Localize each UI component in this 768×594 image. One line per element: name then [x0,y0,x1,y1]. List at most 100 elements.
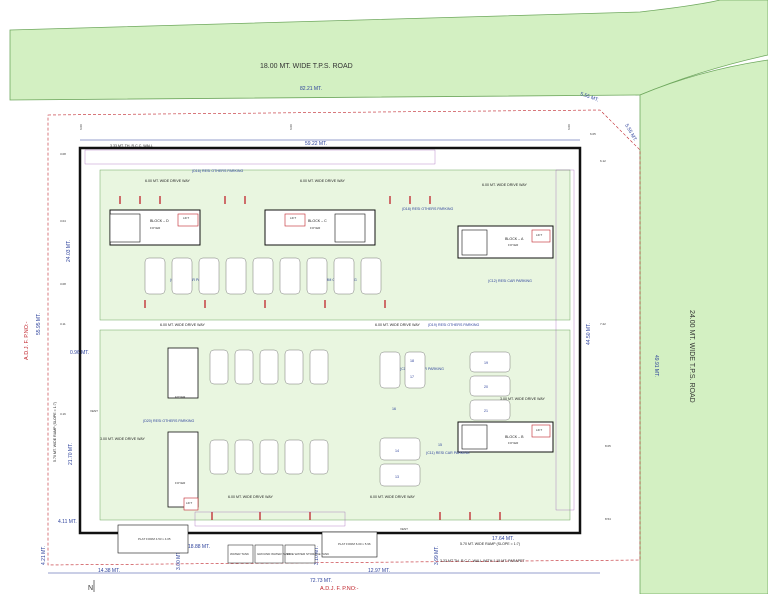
left-offset-3: 3.08 [60,282,66,286]
vent-bottom: VENT [400,527,408,531]
parking-d18: (D18) RESI OTHERS PARKING [402,207,453,211]
top-road-label: 18.00 MT. WIDE T.P.S. ROAD [260,63,353,70]
bottom-total-dim: 72.73 MT. [310,578,332,584]
parking-d19: (D19) RESI OTHERS PARKING [428,323,479,327]
car-grid-center [379,351,511,487]
bottom-wall-note: 3.33 MT TH. R.C.C. WALL WITH 1.15 MT. PA… [440,559,525,563]
parking-markers [119,196,501,520]
plot-boundary [47,109,641,566]
svg-text:PLAT FORM 4.53 x 4.05: PLAT FORM 4.53 x 4.05 [138,537,171,541]
left-small-dim: 4.11 MT. [58,519,77,525]
driveway-low: 6.00 MT. WIDE DRIVE WAY [228,495,274,499]
block-c-lift: LIFT [290,216,296,220]
bottom-mid-dim: 18.88 MT. [188,544,210,550]
bottom-v1: 3.00 MT. [176,551,182,570]
slot-20: 20 [484,385,488,389]
slot-14: 14 [395,449,399,453]
right-road-length: 49.91 MT. [653,355,659,377]
left-offset-1: 3.08 [60,152,66,156]
block-a-foyer: FOYER [508,243,519,247]
bottom-bike-row [194,511,346,527]
right-offset-3: 7.22 [600,322,606,326]
driveway-right: 6.00 MT. WIDE DRIVE WAY [482,183,528,187]
top-wall-note: 3.33 MT. TH. R.C.C. WALL [110,144,153,148]
slot-13: 13 [395,475,399,479]
slot-18: 18 [410,359,414,363]
right-offset-5: 8.54 [605,517,611,521]
right-bike-column [555,169,575,511]
driveway-top2: 6.00 MT. WIDE DRIVE WAY [300,179,346,183]
driveway-short: 3.00 MT. WIDE DRIVE WAY [100,437,146,441]
vent-left: VENT [90,409,98,413]
driveway-low2: 6.00 MT. WIDE DRIVE WAY [370,495,416,499]
right-offset-1: 6.05 [590,132,596,136]
block-d-label: BLOCK – D [150,219,169,223]
block-c: BLOCK – C FOYER LIFT [264,209,376,246]
block-a-label: BLOCK – A [505,237,524,241]
setback-top-2: 6.00 [289,124,293,130]
car-row-upper [144,257,382,295]
block-c-label: BLOCK – C [308,219,327,223]
block-b-foyer: FOYER [508,441,519,445]
left-neighbor-label: A.D.J. F. P.NO:- [24,321,30,360]
slot-19: 19 [484,361,488,365]
right-offset-2: 6.12 [600,159,606,163]
bottom-neighbor-label: A.D.J. F. P.NO:- [320,586,359,592]
left-low-dim: 21.70 MT. [68,443,74,465]
driveway-mid: 6.00 MT. WIDE DRIVE WAY [160,323,206,327]
top-road [9,0,768,101]
left-foyer-upper: FOYER [167,347,199,399]
bottom-v3: 3.99 MT. [434,546,440,565]
slot-17: 17 [410,375,414,379]
svg-text:LIFT: LIFT [186,501,192,505]
parking-resi-c11: (C11) RESI CAR PARKING [426,451,470,455]
block-a: BLOCK – A FOYER LIFT [457,225,554,259]
top-bike-row [84,149,436,165]
block-d: BLOCK – D FOYER LIFT [109,209,201,246]
left-offset-5: 3.16 [60,412,66,416]
diag-dim-b: 5.55 MT. [623,123,638,143]
left-foyer-lower: FOYER LIFT [167,431,199,511]
block-b-label: BLOCK – B [505,435,524,439]
driveway-top: 6.00 MT. WIDE DRIVE WAY [145,179,191,183]
parking-d16: (D16) RESI OTHERS PARKING [192,169,243,173]
block-b: BLOCK – B FOYER LIFT [457,421,554,453]
right-offset-4: 8.05 [605,444,611,448]
bottom-mid2-dim: 12.97 MT. [368,568,390,574]
left-step-dim: 0.96 MT. [70,350,89,356]
north-label: N [88,585,93,592]
parking-resi-c12: (C12) RESI CAR PARKING [488,279,532,283]
svg-text:FOYER: FOYER [175,481,186,485]
setback-top-1: 6.00 [79,124,83,130]
numbered-slots: 14 13 15 16 17 18 19 20 21 [392,359,488,479]
top-road-length: 82.21 MT. [300,86,322,92]
bottom-right-dim: 17.64 MT. [492,536,514,542]
left-offset-2: 3.04 [60,219,66,223]
platform-right: PLAT FORM 6.00 x 5.96 [321,531,378,558]
car-row-mid [209,349,329,385]
block-b-lift: LIFT [536,428,542,432]
left-tiny-dim: 4.21 MT. [41,546,47,565]
block-d-foyer: FOYER [150,226,161,230]
driveway-mid2: 6.00 MT. WIDE DRIVE WAY [375,323,421,327]
svg-text:FOYER: FOYER [175,395,186,399]
fire-tank: FIRE WATER STORAGE TANK [287,552,329,556]
tanks: WATER TANK GROUND WATER TANK FIRE WATER … [227,544,329,564]
water-tank: WATER TANK [230,552,249,556]
left-neighbor-length: 55.95 MT. [36,313,42,335]
block-a-lift: LIFT [536,233,542,237]
block-d-lift: LIFT [183,216,189,220]
bottom-v2: 3.10 MT. [314,546,320,565]
bottom-left-dim: 14.38 MT. [98,568,120,574]
slot-15: 15 [438,443,442,447]
top-inner-dim: 59.22 MT. [305,141,327,147]
left-offset-4: 3.11 [60,322,66,326]
svg-text:PLAT FORM 6.00 x 5.96: PLAT FORM 6.00 x 5.96 [338,542,371,546]
right-road [639,59,768,594]
setback-top-3: 6.00 [567,124,571,130]
right-mid-dim: 44.50 MT. [586,323,592,345]
car-row-low [209,439,329,475]
right-road-label: 24.00 MT. WIDE T.P.S. ROAD [688,310,695,403]
block-c-foyer: FOYER [310,226,321,230]
